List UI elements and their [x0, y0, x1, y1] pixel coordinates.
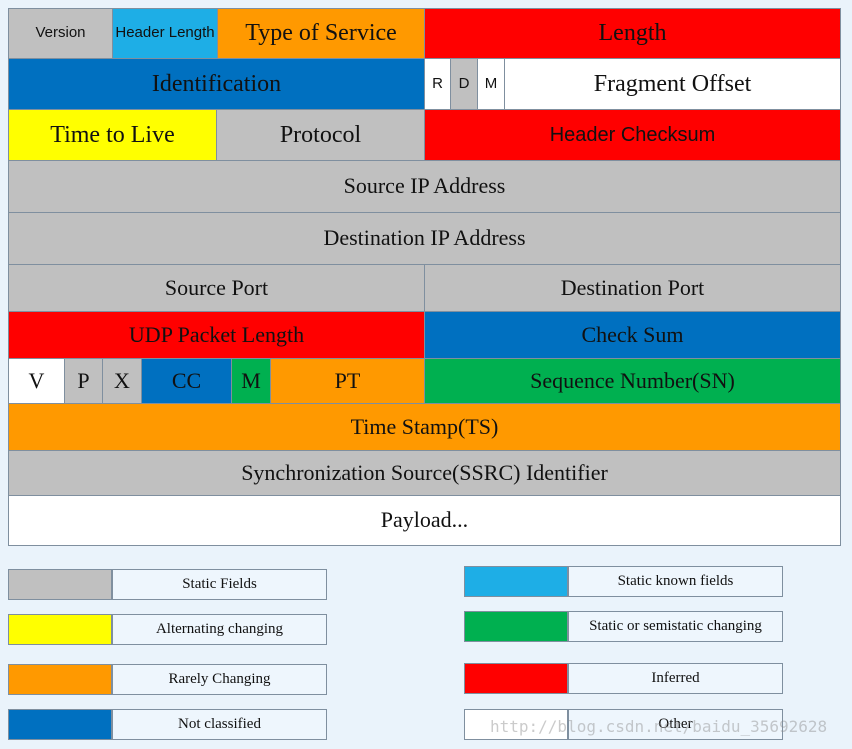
field-flag-d: D: [450, 58, 478, 110]
field-version: Version: [8, 8, 113, 59]
legend-label: Other: [568, 709, 783, 740]
field-fragment-offset: Fragment Offset: [504, 58, 841, 110]
field-rtp-padding: P: [64, 358, 103, 404]
legend-swatch-green: [464, 611, 568, 642]
field-rtp-extension: X: [102, 358, 142, 404]
field-protocol: Protocol: [216, 109, 425, 161]
field-identification: Identification: [8, 58, 425, 110]
legend-static-fields: Static Fields: [8, 569, 328, 600]
legend-semistatic: Static or semistatic changing: [464, 611, 784, 642]
legend-label: Static known fields: [568, 566, 783, 597]
legend-label: Rarely Changing: [112, 664, 327, 695]
field-rtp-version: V: [8, 358, 65, 404]
field-flag-m: M: [477, 58, 505, 110]
field-check-sum: Check Sum: [424, 311, 841, 359]
legend-label: Static or semistatic changing: [568, 611, 783, 642]
watermark: http://blog.csdn.net/baidu_35692628: [490, 717, 828, 736]
legend-swatch-yellow: [8, 614, 112, 645]
field-rtp-csrc-count: CC: [141, 358, 232, 404]
field-destination-ip: Destination IP Address: [8, 212, 841, 265]
field-payload: Payload...: [8, 495, 841, 546]
legend-rarely: Rarely Changing: [8, 664, 328, 695]
legend-label: Alternating changing: [112, 614, 327, 645]
field-source-port: Source Port: [8, 264, 425, 312]
legend-label: Inferred: [568, 663, 783, 694]
legend-swatch-white: [464, 709, 568, 740]
legend-label: Static Fields: [112, 569, 327, 600]
field-length: Length: [424, 8, 841, 59]
legend-inferred: Inferred: [464, 663, 784, 694]
field-time-to-live: Time to Live: [8, 109, 217, 161]
field-udp-packet-length: UDP Packet Length: [8, 311, 425, 359]
legend-other: Other: [464, 709, 784, 740]
field-flag-r: R: [424, 58, 451, 110]
legend-alternating: Alternating changing: [8, 614, 328, 645]
field-rtp-marker: M: [231, 358, 271, 404]
legend-swatch-red: [464, 663, 568, 694]
legend-swatch-gray: [8, 569, 112, 600]
field-header-length: Header Length: [112, 8, 218, 59]
legend-static-known: Static known fields: [464, 566, 784, 597]
field-sequence-number: Sequence Number(SN): [424, 358, 841, 404]
legend-not-classified: Not classified: [8, 709, 328, 740]
legend-label: Not classified: [112, 709, 327, 740]
legend-swatch-orange: [8, 664, 112, 695]
field-source-ip: Source IP Address: [8, 160, 841, 213]
legend-swatch-light-blue: [464, 566, 568, 597]
field-ssrc: Synchronization Source(SSRC) Identifier: [8, 450, 841, 496]
field-header-checksum: Header Checksum: [424, 109, 841, 161]
field-destination-port: Destination Port: [424, 264, 841, 312]
field-time-stamp: Time Stamp(TS): [8, 403, 841, 451]
field-rtp-payload-type: PT: [270, 358, 425, 404]
field-type-of-service: Type of Service: [217, 8, 425, 59]
legend-swatch-blue: [8, 709, 112, 740]
